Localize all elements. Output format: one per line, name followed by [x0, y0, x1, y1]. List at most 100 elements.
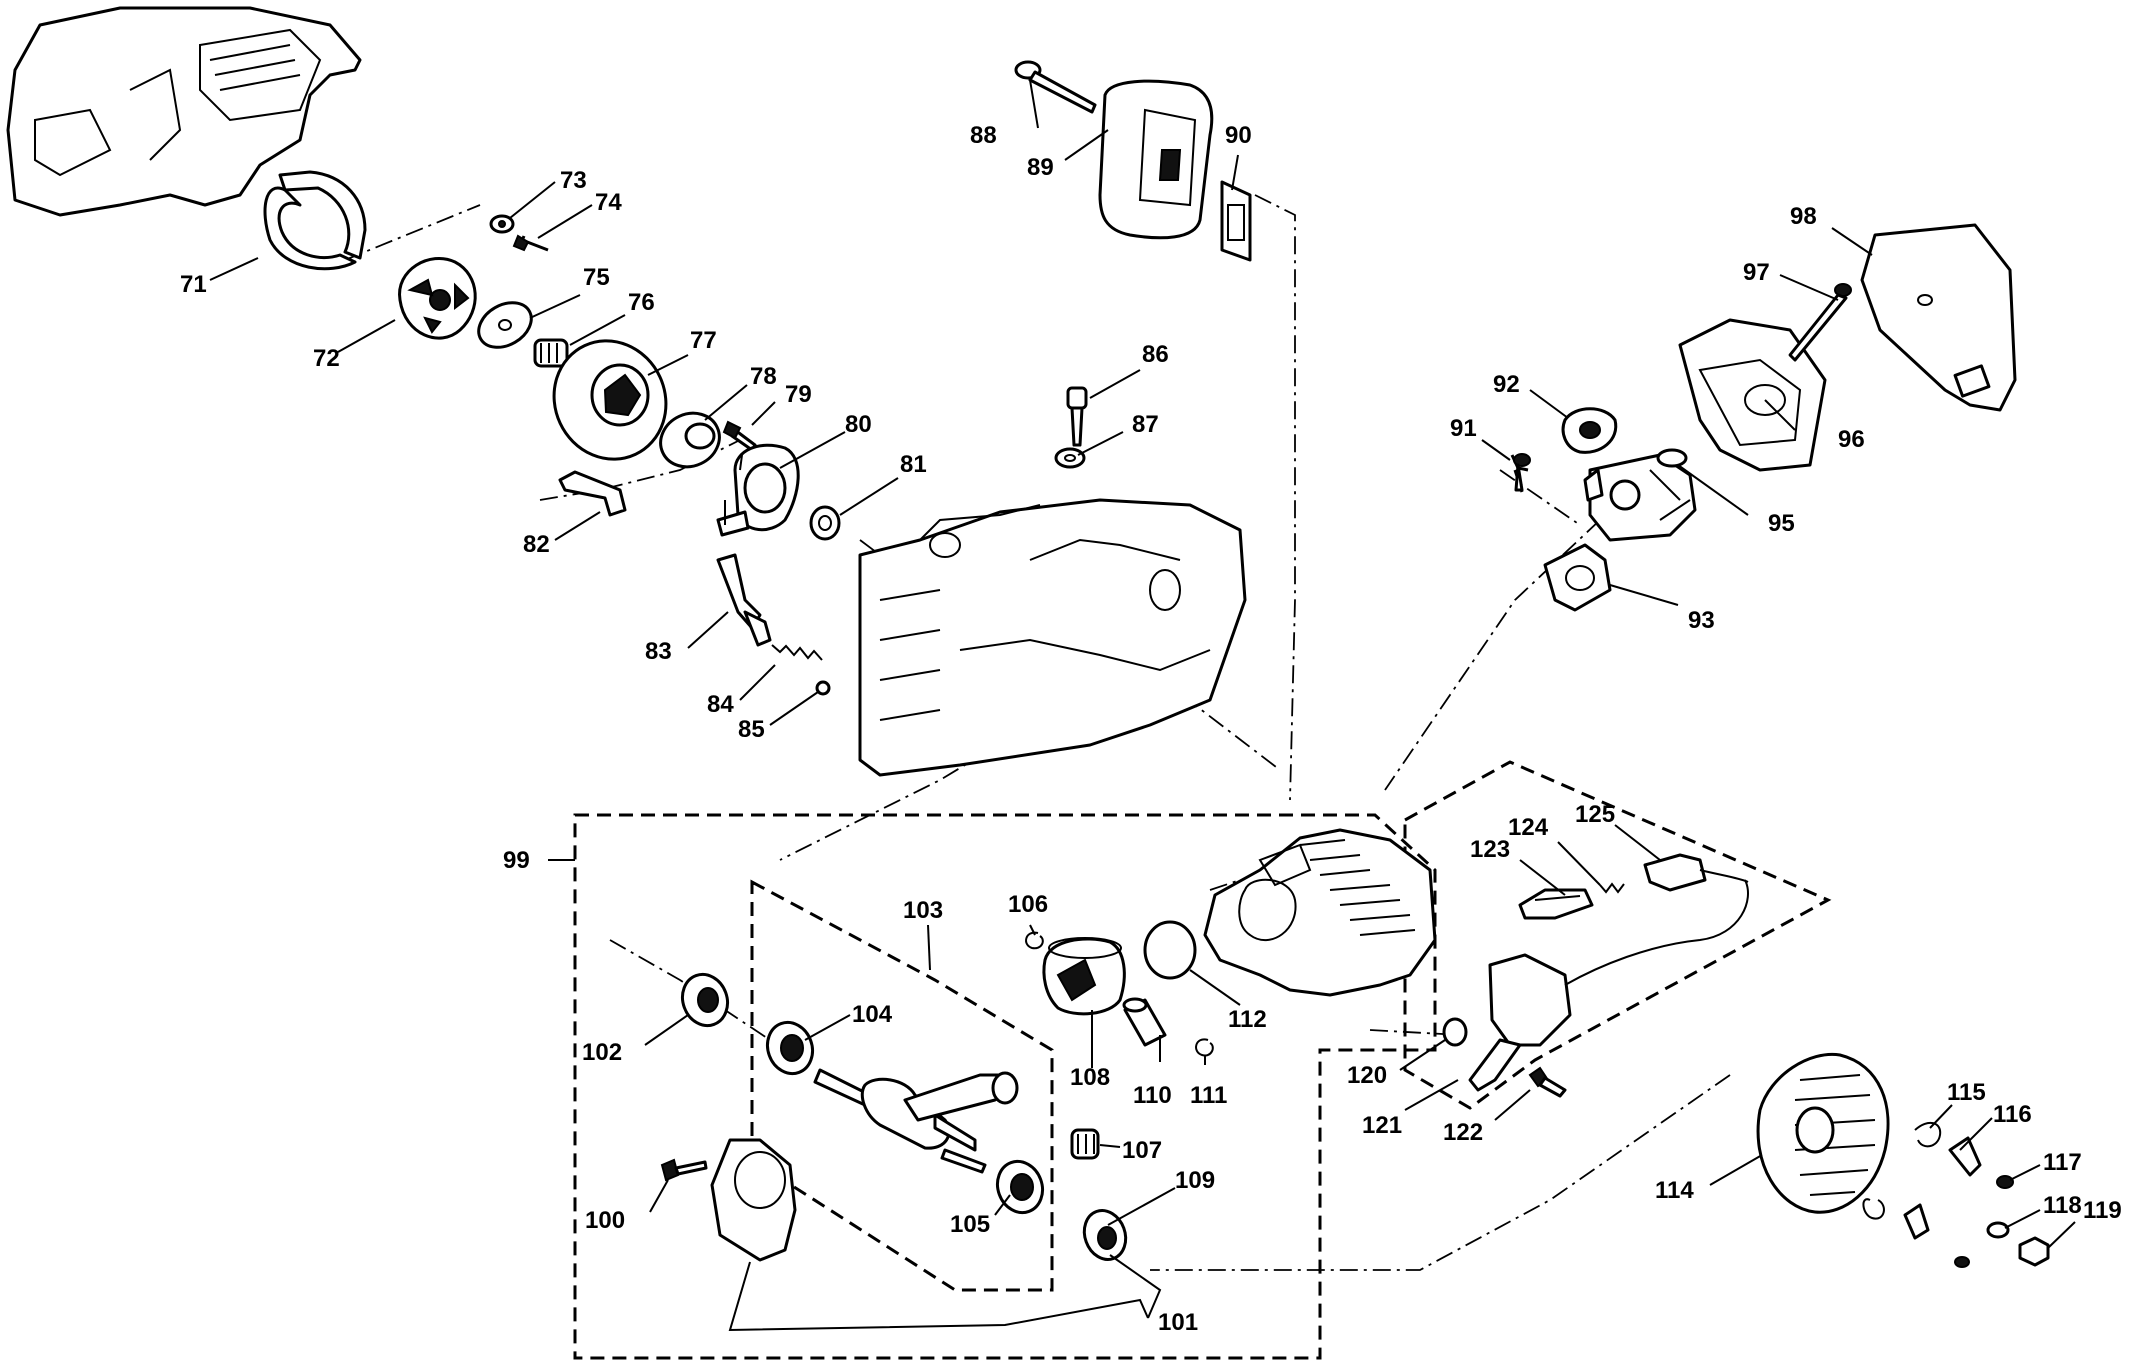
- label-74: 74: [595, 189, 622, 216]
- part-78-rim-sprocket: [659, 411, 721, 469]
- label-90: 90: [1225, 122, 1252, 149]
- label-76: 76: [628, 289, 655, 316]
- part-72-clutch: [398, 256, 477, 340]
- part-92-air-filter: [1561, 407, 1618, 454]
- side-cover-housing: [6, 6, 362, 217]
- part-120-nut: [1442, 1017, 1468, 1047]
- label-91: 91: [1450, 415, 1477, 442]
- label-83: 83: [645, 638, 672, 665]
- label-78: 78: [750, 363, 777, 390]
- part-116-pawl: [1948, 1136, 1982, 1177]
- label-99: 99: [503, 847, 530, 874]
- part-87-washer: [1054, 447, 1086, 469]
- part-91-screw: [1510, 453, 1531, 493]
- part-73-washer: [489, 214, 515, 234]
- label-116: 116: [1993, 1101, 2032, 1128]
- label-98: 98: [1790, 203, 1817, 230]
- part-98-air-filter-cover: [1860, 223, 2017, 412]
- label-112: 112: [1228, 1006, 1267, 1033]
- label-120: 120: [1347, 1062, 1387, 1089]
- part-99-cylinder: [1203, 828, 1437, 997]
- part-71-brake-band: [263, 170, 367, 271]
- label-109: 109: [1175, 1167, 1215, 1194]
- label-104: 104: [852, 1001, 893, 1028]
- label-73: 73: [560, 167, 587, 194]
- label-97: 97: [1743, 259, 1770, 286]
- part-81-washer: [809, 505, 841, 541]
- part-76-needle-bearing: [533, 338, 569, 368]
- part-125-plug-cap: [1643, 853, 1749, 892]
- label-81: 81: [900, 451, 927, 478]
- part-117-screw: [1996, 1175, 2014, 1189]
- label-122: 122: [1443, 1119, 1483, 1146]
- part-labels: 71 72 73 74 75 76 77 78 79 80 81 82 83 8…: [180, 122, 2122, 1336]
- part-86-screw: [1066, 386, 1088, 447]
- label-108: 108: [1070, 1064, 1110, 1091]
- part-104-ball-bearing: [765, 1020, 815, 1076]
- part-97-bolt: [1788, 283, 1852, 362]
- part-108-piston: [1042, 937, 1126, 1016]
- label-100: 100: [585, 1207, 625, 1234]
- crankcase-body: [858, 498, 1247, 777]
- label-96: 96: [1838, 426, 1865, 453]
- label-95: 95: [1768, 510, 1795, 537]
- part-123-spark-plug: [1518, 888, 1594, 920]
- part-101-crankcase-half: [710, 1138, 797, 1262]
- label-105: 105: [950, 1211, 990, 1238]
- part-88-bolt: [1014, 60, 1097, 114]
- label-72: 72: [313, 345, 340, 372]
- part-103-crankshaft: [813, 1068, 1019, 1174]
- label-71: 71: [180, 271, 207, 298]
- part-84-spring: [771, 644, 823, 661]
- label-88: 88: [970, 122, 997, 149]
- part-100-screw: [660, 1158, 708, 1182]
- label-103: 103: [903, 897, 943, 924]
- label-79: 79: [785, 381, 812, 408]
- label-118: 118: [2043, 1192, 2082, 1219]
- label-121: 121: [1362, 1112, 1402, 1139]
- label-102: 102: [582, 1039, 622, 1066]
- part-93-intake-manifold: [1543, 543, 1612, 612]
- part-75-washer: [477, 301, 533, 349]
- label-111: 111: [1190, 1082, 1227, 1109]
- part-109-oil-seal: [1082, 1209, 1128, 1261]
- label-117: 117: [2043, 1149, 2082, 1176]
- part-89-muffler: [1098, 79, 1214, 240]
- label-93: 93: [1688, 607, 1715, 634]
- label-92: 92: [1493, 371, 1520, 398]
- label-80: 80: [845, 411, 872, 438]
- label-110: 110: [1133, 1082, 1172, 1109]
- label-86: 86: [1142, 341, 1169, 368]
- part-83-oil-pipe: [716, 553, 772, 647]
- label-114: 114: [1655, 1177, 1694, 1204]
- label-84: 84: [707, 691, 734, 718]
- label-123: 123: [1470, 836, 1510, 863]
- part-110-piston-pin: [1122, 997, 1167, 1047]
- label-75: 75: [583, 264, 610, 291]
- part-111-circlip: [1195, 1038, 1214, 1057]
- part-77-clutch-drum: [552, 339, 668, 461]
- carburetor: [1583, 453, 1697, 542]
- part-79-screw: [722, 420, 757, 452]
- part-74-screw: [512, 234, 549, 252]
- label-101: 101: [1158, 1309, 1198, 1336]
- part-106-circlip: [1025, 931, 1044, 950]
- part-82-lever: [558, 470, 627, 517]
- label-115: 115: [1947, 1079, 1986, 1106]
- part-112-piston-ring: [1143, 920, 1197, 980]
- group-box-103: [750, 879, 1054, 1292]
- label-107: 107: [1122, 1137, 1162, 1164]
- part-102-oil-seal: [680, 972, 730, 1028]
- label-77: 77: [690, 327, 717, 354]
- label-119: 119: [2083, 1197, 2122, 1224]
- part-105-ball-bearing: [995, 1159, 1045, 1215]
- group-box-121: [1403, 760, 1832, 1110]
- part-85-ball: [815, 680, 831, 696]
- part-122-screw: [1528, 1066, 1567, 1098]
- part-80-oil-pump: [716, 443, 800, 537]
- part-115-spring: [1914, 1121, 1942, 1148]
- leader-lines: [209, 79, 2076, 1332]
- label-87: 87: [1132, 411, 1159, 438]
- part-118-washer: [1986, 1221, 2010, 1239]
